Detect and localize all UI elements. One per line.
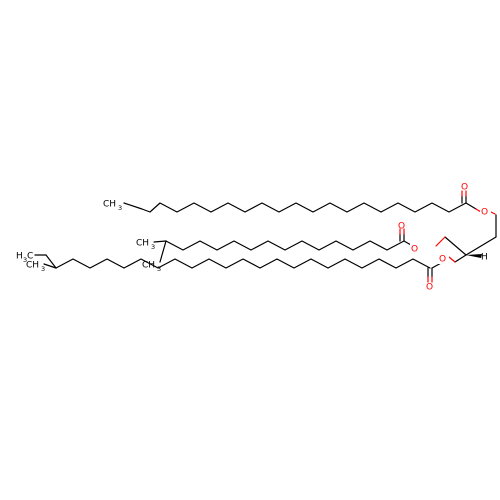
chain3-ch-label: CH [26, 261, 39, 271]
carbonyl-oxygen-3: O [426, 283, 433, 293]
glycerol-backbone [435, 214, 497, 263]
chain-1 [123, 190, 496, 215]
chain1-ch-label: CH [103, 200, 116, 210]
chain2-ch-upper: CH [136, 239, 149, 249]
ester-oxygen-2: O [411, 245, 418, 255]
chain3-c-label: C [27, 252, 33, 262]
chain2-ch-lower: CH [142, 261, 155, 271]
chain3-h-label: H [16, 252, 23, 262]
ester-oxygen-3: O [439, 255, 446, 265]
ester-oxygen-1: O [481, 208, 488, 218]
chain1-subscript-3: 3 [118, 204, 122, 212]
chain-3 [34, 254, 444, 283]
chain-2 [153, 228, 417, 263]
chain3-subscript-ch: 3 [41, 265, 45, 273]
atom-labels: CH 3 O O O O O O H CH 3 CH 3 H 3 C CH 3 [16, 183, 491, 293]
stereo-hydrogen: H [481, 253, 488, 263]
chain3-subscript: 3 [23, 256, 27, 264]
chain2-subscript-lower: 3 [157, 265, 161, 273]
carbonyl-oxygen-2: O [398, 222, 405, 232]
carbonyl-oxygen-1: O [461, 183, 468, 193]
chain2-subscript-upper: 3 [151, 243, 155, 251]
stereo-wedge [466, 254, 482, 258]
